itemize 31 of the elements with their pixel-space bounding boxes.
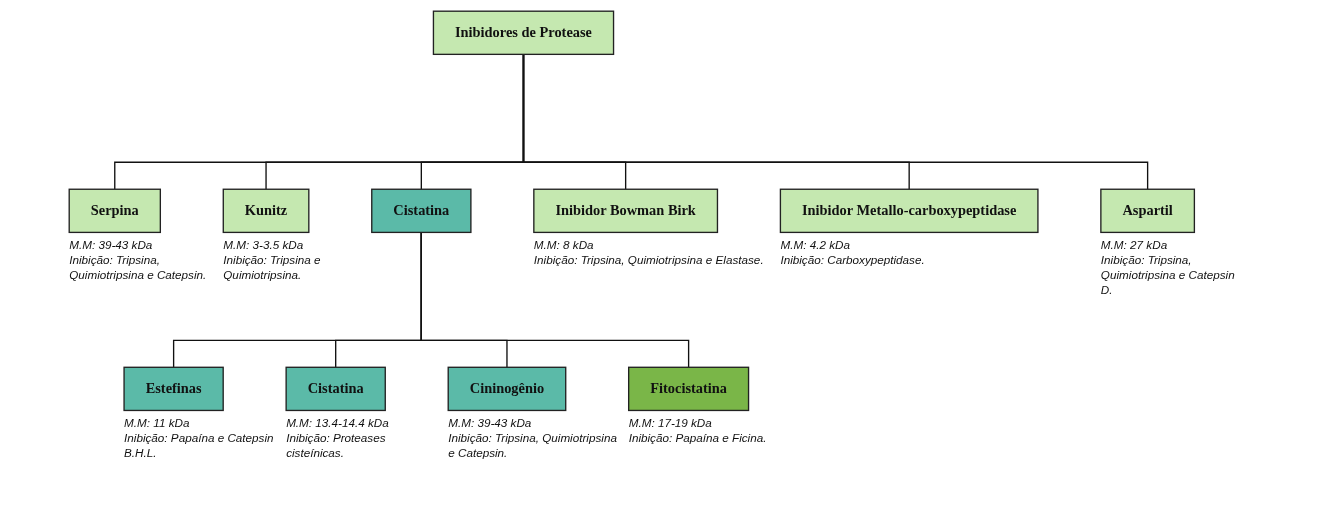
node-box: Cistatina (285, 366, 387, 412)
description-text: Inibição: Tripsina, Quimiotripsina e Catepsin. (448, 431, 619, 462)
description-text: M.M: 4.2 kDa (780, 237, 851, 253)
description-text: M.M: 39-43 kDa (448, 415, 532, 432)
description-text: M.M: 27 kDa (1101, 237, 1168, 253)
description-text: Inibição: Tripsina, Quimiotripsina e Catepsin. (69, 253, 208, 284)
node-box: Cistatina (371, 188, 472, 234)
description-text: Inibição: Carboxypeptidase. (780, 253, 925, 269)
description-text: Inibição: Papaína e Catepsin B.H.L. (124, 431, 275, 462)
node-box: Kunitz (222, 188, 310, 234)
node-box: Inibidor Bowman Birk (533, 188, 719, 234)
description-text: M.M: 11 kDa (124, 415, 190, 432)
node-box: Cininogênio (447, 366, 567, 412)
description-text: Inibição: Tripsina, Quimiotripsina e Elastase. (534, 253, 764, 269)
node-box: Inibidores de Protease (432, 10, 615, 56)
description-text: Inibição: Tripsina e Quimiotripsina. (223, 253, 322, 284)
node-box: Aspartil (1100, 188, 1196, 234)
description-text: M.M: 13.4-14.4 kDa (286, 415, 389, 432)
description-text: Inibição: Tripsina, Quimiotripsina e Catepsin D. (1101, 253, 1236, 299)
description-text: Inibição: Proteases cisteínicas. (286, 431, 387, 462)
node-box: Inibidor Metallo-carboxypeptidase (779, 188, 1039, 234)
node-box: Estefinas (123, 366, 225, 412)
node-box: Serpina (68, 188, 162, 234)
description-text: M.M: 39-43 kDa (69, 237, 153, 253)
connector (523, 53, 1149, 190)
connector (420, 231, 690, 368)
description-text: M.M: 3-3.5 kDa (223, 237, 304, 253)
node-box: Fitocistatina (628, 366, 750, 412)
description-text: Inibição: Papaína e Ficina. (628, 431, 767, 447)
description-text: M.M: 8 kDa (534, 237, 594, 253)
description-text: M.M: 17-19 kDa (628, 415, 713, 432)
